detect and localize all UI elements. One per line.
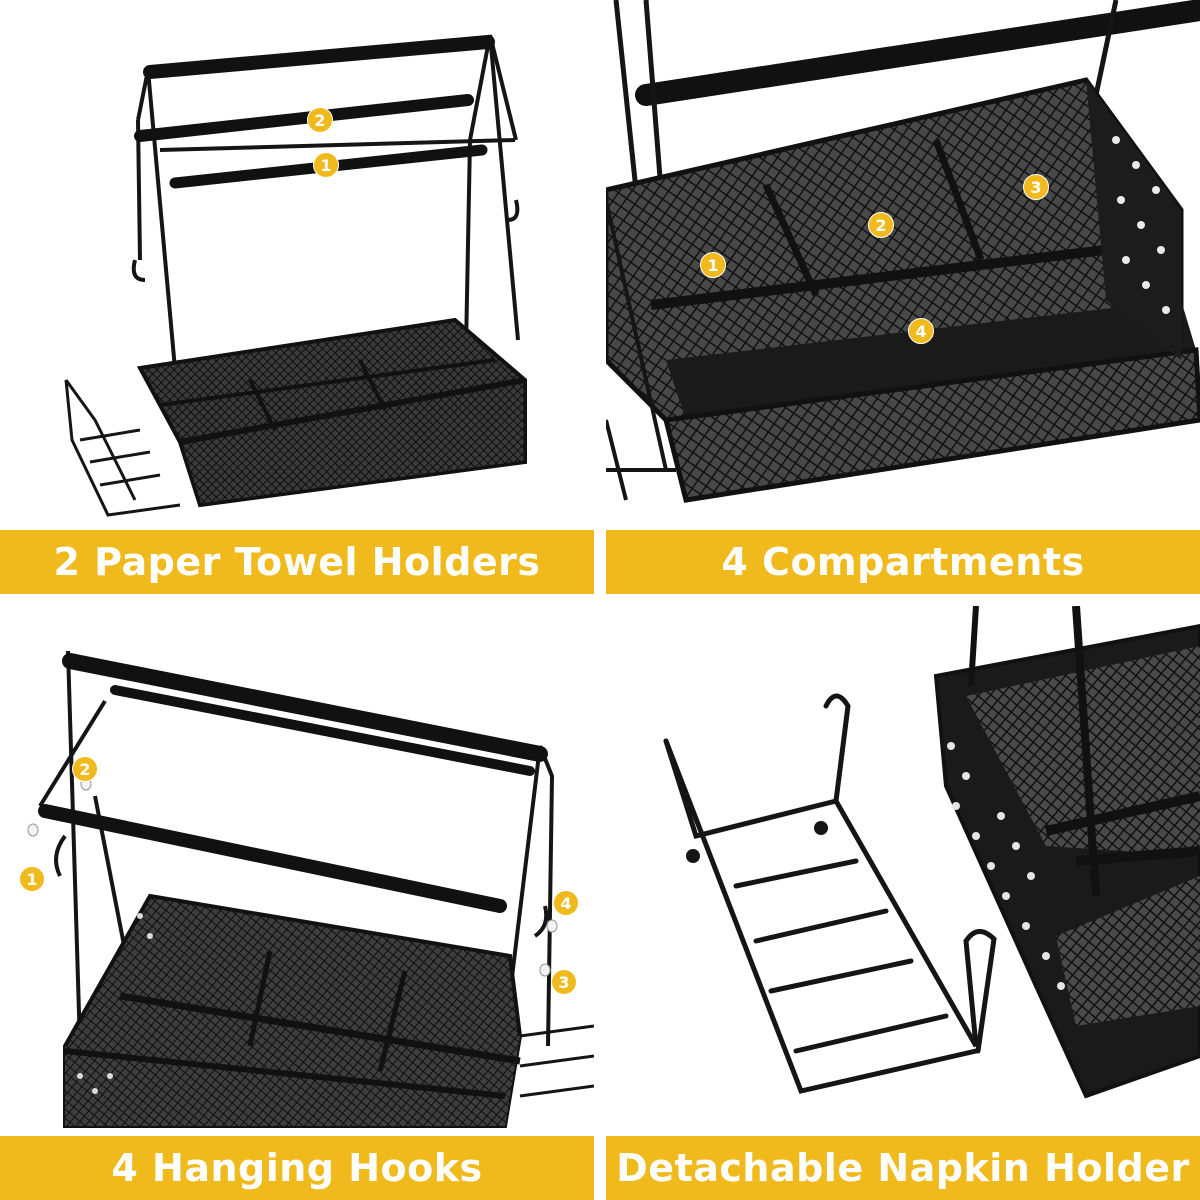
number-badge: 1 — [19, 866, 45, 892]
product-photo-napkin-holder — [606, 606, 1200, 1136]
panel-compartments: 1 2 3 4 4 Compartments — [606, 0, 1200, 594]
number-badge: 4 — [908, 318, 934, 344]
caption-banner: Detachable Napkin Holder — [606, 1136, 1200, 1200]
panel-paper-towel-holders: 2 1 2 Paper Towel Holders — [0, 0, 594, 594]
caption-banner: 4 Compartments — [606, 530, 1200, 594]
number-badge: 4 — [553, 890, 579, 916]
rack-illustration — [64, 34, 527, 517]
number-badge: 2 — [72, 756, 98, 782]
product-photo-towel-rack: 2 1 — [0, 0, 594, 530]
basket-illustration — [606, 0, 1200, 503]
number-badge: 2 — [307, 107, 333, 133]
hooks-illustration — [27, 650, 594, 1128]
product-photo-basket-closeup: 1 2 3 4 — [606, 0, 1200, 530]
panel-detachable-napkin-holder: Detachable Napkin Holder — [606, 606, 1200, 1200]
caption-banner: 2 Paper Towel Holders — [0, 530, 594, 594]
number-badge: 2 — [868, 212, 894, 238]
napkin-holder-illustration — [663, 606, 1200, 1099]
caption-banner: 4 Hanging Hooks — [0, 1136, 594, 1200]
number-badge: 3 — [1023, 174, 1049, 200]
number-badge: 1 — [313, 152, 339, 178]
panel-hanging-hooks: 2 1 4 3 4 Hanging Hooks — [0, 606, 594, 1200]
number-badge: 1 — [700, 252, 726, 278]
product-photo-hooks: 2 1 4 3 — [0, 606, 594, 1136]
number-badge: 3 — [551, 969, 577, 995]
